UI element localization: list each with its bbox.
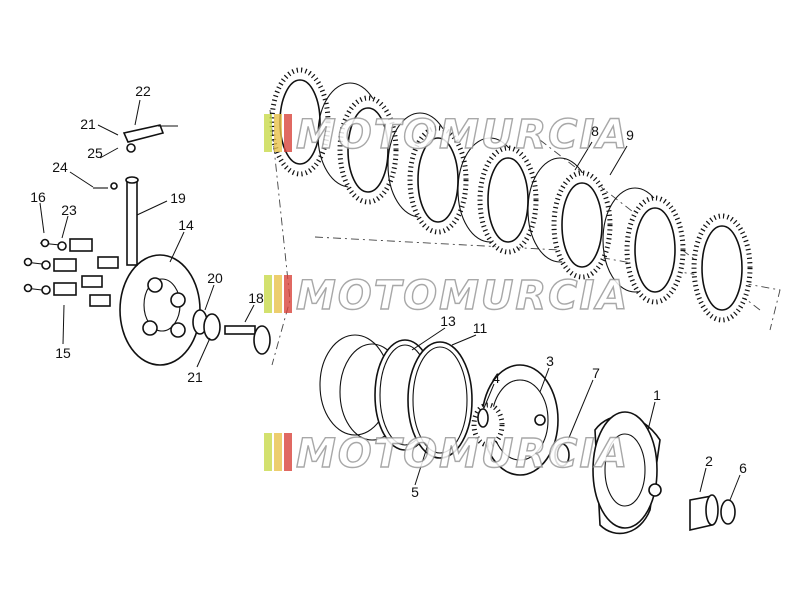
callout-16: 16 [30,189,46,205]
drive-gear [471,364,570,476]
callout-14: 14 [178,217,194,233]
callout-20: 21 [187,369,203,385]
pressure-plate [119,254,201,366]
callout-24: 24 [52,159,68,175]
callout-leaders [39,99,741,501]
clutch-springs-and-bolts [23,238,119,307]
callout-19: 20 [207,270,223,286]
callout-18: 19 [170,190,186,206]
callout-9: 9 [626,127,634,143]
callout-8: 8 [591,123,599,139]
friction-plate-stack [269,67,753,323]
callout-23: 23 [61,202,77,218]
callout-5: 5 [411,484,419,500]
callout-labels: 22 21 25 24 19 16 23 14 20 18 15 21 13 1… [30,83,747,500]
clutch-housing [592,411,736,535]
callout-6: 6 [739,460,747,476]
watermark: MOTOMURCIA MOTOMURCIA MOTOMURCIA [264,111,629,478]
watermark-text: MOTOMURCIA [296,431,629,477]
callout-13: 13 [440,313,456,329]
release-shaft-assembly [93,124,178,266]
watermark-text: MOTOMURCIA [296,273,629,319]
spring-rings [319,334,473,459]
watermark-text: MOTOMURCIA [296,112,629,158]
callout-22: 22 [135,83,151,99]
callout-17: 18 [248,290,264,306]
callout-15: 15 [55,345,71,361]
callout-25: 25 [87,145,103,161]
callout-4: 4 [492,370,500,386]
callout-21: 21 [80,116,96,132]
callout-1: 1 [653,387,661,403]
callout-2: 2 [705,453,713,469]
callout-3: 3 [546,353,554,369]
callout-11: 11 [473,320,488,336]
bearing-and-pushrod [192,309,271,355]
callout-7: 7 [592,365,600,381]
